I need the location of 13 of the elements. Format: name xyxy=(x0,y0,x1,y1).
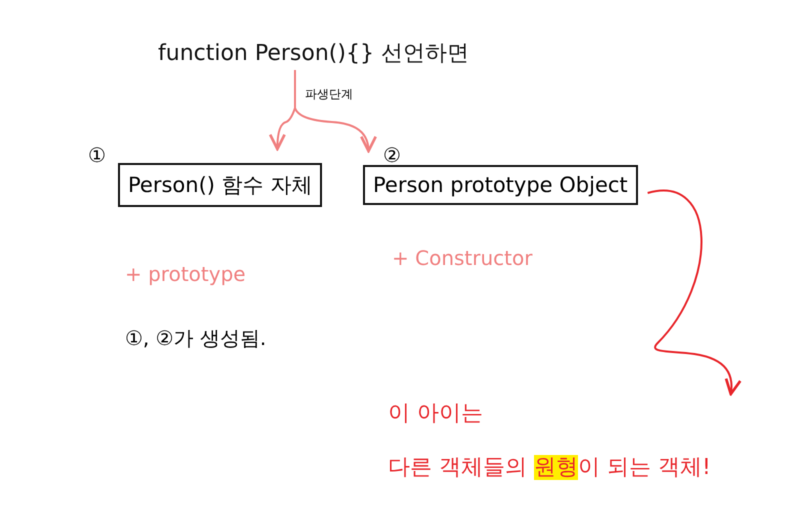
property-note: + prototype xyxy=(125,262,246,286)
note-text: ①, ②가 생성됨. xyxy=(125,325,266,352)
circled-number: ① xyxy=(88,143,106,167)
edge-label: 파생단계 xyxy=(305,86,353,103)
object-box: Person() 함수 자체 xyxy=(118,163,322,207)
arrow xyxy=(294,70,376,152)
circled-number: ② xyxy=(383,143,401,167)
note-text: 다른 객체들의 원형이 되는 객체! xyxy=(388,454,711,482)
note-text: 이 아이는 xyxy=(388,400,484,428)
code-text: function Person(){} 선언하면 xyxy=(158,40,469,68)
property-note: + Constructor xyxy=(392,246,532,270)
object-box: Person prototype Object xyxy=(363,165,638,205)
arrow xyxy=(648,190,740,396)
